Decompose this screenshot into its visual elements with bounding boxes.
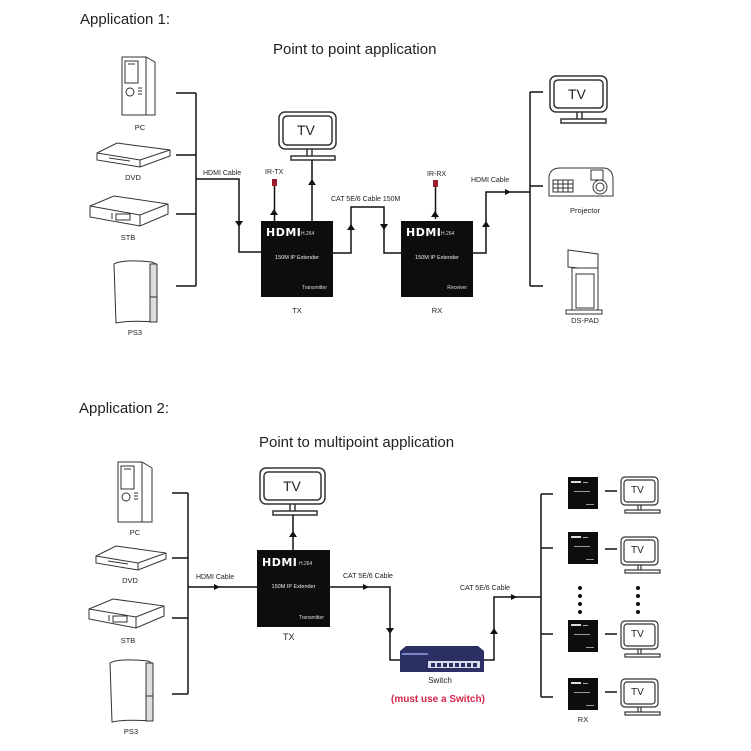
role-label: Transmitter (298, 615, 324, 621)
pc-icon (117, 461, 153, 523)
switch-warning-note: (must use a Switch) (391, 694, 485, 705)
ds-pad-icon (565, 249, 603, 315)
output-tv-label: TV (568, 86, 586, 102)
source-label-ps3: PS3 (127, 328, 143, 337)
source-label-stb: STB (120, 233, 136, 242)
tx-transmitter-box: HDMI H.264 150M IP Extender Transmitter (257, 550, 330, 627)
ir-tx-sensor-icon (272, 179, 277, 186)
hdmi-logo: HDMI (262, 556, 298, 569)
arrow-up-icon (270, 209, 278, 215)
ir-rx-label: IR-RX (427, 171, 447, 178)
application-2-heading: Application 2: (79, 400, 170, 417)
ir-tx-label: IR-TX (265, 169, 284, 176)
dvd-icon (96, 142, 171, 168)
ir-rx-sensor-icon (433, 180, 438, 187)
source-label-dvd: DVD (122, 576, 138, 585)
arrow-up-icon (482, 221, 490, 227)
ps3-icon (109, 659, 154, 723)
receiver-tv-label: TV (631, 687, 644, 698)
model-label: 150M IP Extender (271, 584, 316, 590)
tx-transmitter-box: HDMI H.264 150M IP Extender Transmitter (261, 221, 333, 297)
rx-receiver-box (568, 477, 598, 509)
arrow-down-icon (386, 628, 394, 634)
source-bus-2 (172, 492, 257, 695)
switch-label: Switch (428, 676, 452, 685)
stb-icon (88, 598, 165, 629)
projector-icon (548, 167, 614, 197)
application-1-heading: Application 1: (80, 11, 171, 28)
cat-cable-label-1: CAT 5E/6 Cable (343, 573, 393, 580)
tv-icon (259, 467, 326, 516)
rx-receiver-box (568, 532, 598, 564)
role-label: Receiver (447, 285, 467, 291)
source-label-pc: PC (134, 123, 146, 132)
cat-cable-line-2 (484, 493, 553, 698)
rx-caption: RX (577, 715, 589, 724)
dvd-icon (95, 545, 167, 571)
tv-label: TV (283, 478, 301, 494)
tv-icon (620, 620, 661, 658)
hdmi-cable-label: HDMI Cable (196, 574, 235, 581)
cat-cable-line-1 (330, 586, 400, 661)
receiver-tv-label: TV (631, 545, 644, 556)
receiver-tv-label: TV (631, 629, 644, 640)
arrow-right-icon (214, 584, 220, 590)
arrow-down-icon (380, 224, 388, 230)
rx-receiver-box (568, 620, 598, 652)
role-label: Transmitter (301, 285, 327, 291)
tv-icon (620, 678, 661, 716)
tv-label: TV (297, 122, 315, 138)
hdmi-cable-label: HDMI Cable (203, 170, 242, 177)
hdmi-logo: HDMI (266, 226, 302, 239)
model-label: 150M IP Extender (275, 255, 319, 261)
arrow-right-icon (511, 594, 517, 600)
hdmi-out-cable-label: HDMI Cable (471, 177, 510, 184)
ps3-icon (113, 260, 158, 324)
rx-receiver-box: HDMI H.264 150M IP Extender Receiver (401, 221, 473, 297)
tx-caption: TX (283, 632, 295, 642)
rx-receiver-box (568, 678, 598, 710)
tx-caption: TX (292, 306, 302, 315)
arrow-up-icon (347, 224, 355, 230)
projector-label: Projector (569, 206, 600, 215)
tv-icon (620, 476, 661, 514)
switch-icon (400, 646, 484, 672)
source-label-dvd: DVD (125, 173, 141, 182)
cat-cable-label: CAT 5E/6 Cable 150M (331, 196, 401, 203)
arrow-up-icon (308, 179, 316, 185)
source-bus (176, 92, 261, 287)
ds-pad-label: DS-PAD (571, 316, 599, 325)
hdmi-out-line (473, 91, 543, 287)
model-label: 150M IP Extender (415, 255, 459, 261)
receiver-tv-label: TV (631, 485, 644, 496)
source-label-stb: STB (120, 636, 136, 645)
source-label-pc: PC (129, 528, 141, 537)
arrow-down-icon (235, 221, 243, 227)
pc-icon (121, 56, 156, 116)
arrow-up-icon (490, 628, 498, 634)
arrow-up-icon (431, 211, 439, 217)
arrow-up-icon (289, 531, 297, 537)
codec-label: H.264 (301, 231, 315, 237)
rx-caption: RX (431, 306, 443, 315)
application-2-subtitle: Point to multipoint application (259, 434, 455, 451)
cat-cable-label-2: CAT 5E/6 Cable (460, 585, 510, 592)
tv-icon (549, 75, 608, 124)
arrow-right-icon (363, 584, 369, 590)
cat-cable-line (333, 206, 401, 254)
tv-icon (278, 111, 337, 161)
application-1-subtitle: Point to point application (273, 41, 437, 58)
codec-label: H.264 (441, 231, 455, 237)
source-label-ps3: PS3 (123, 727, 139, 736)
tv-icon (620, 536, 661, 574)
codec-label: H.264 (299, 561, 313, 567)
more-receivers-ellipsis (578, 586, 640, 614)
hdmi-logo: HDMI (406, 226, 442, 239)
stb-icon (89, 195, 169, 227)
arrow-right-icon (505, 189, 511, 195)
